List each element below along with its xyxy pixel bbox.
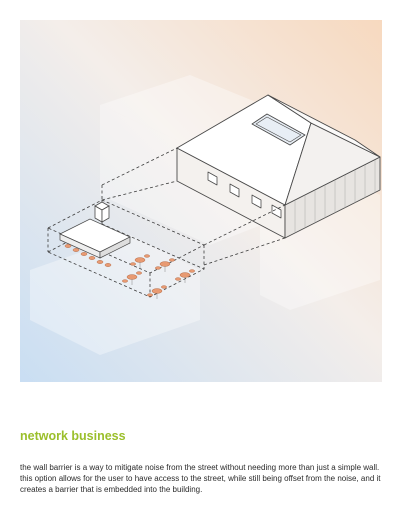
- wall-siding: [294, 160, 376, 233]
- roof-back: [267, 94, 381, 158]
- counter-wall: [59, 218, 131, 259]
- section-title: network business: [20, 429, 126, 443]
- furniture-legs: [131, 262, 186, 299]
- projection-lines: [101, 147, 286, 266]
- building: [176, 94, 381, 239]
- kiosk: [94, 201, 110, 223]
- axonometric-drawing: [20, 20, 382, 382]
- skylight: [251, 113, 306, 146]
- section-description: the wall barrier is a way to mitigate no…: [20, 463, 381, 494]
- axonometric-illustration: [20, 20, 382, 382]
- patio-furniture: [64, 244, 195, 297]
